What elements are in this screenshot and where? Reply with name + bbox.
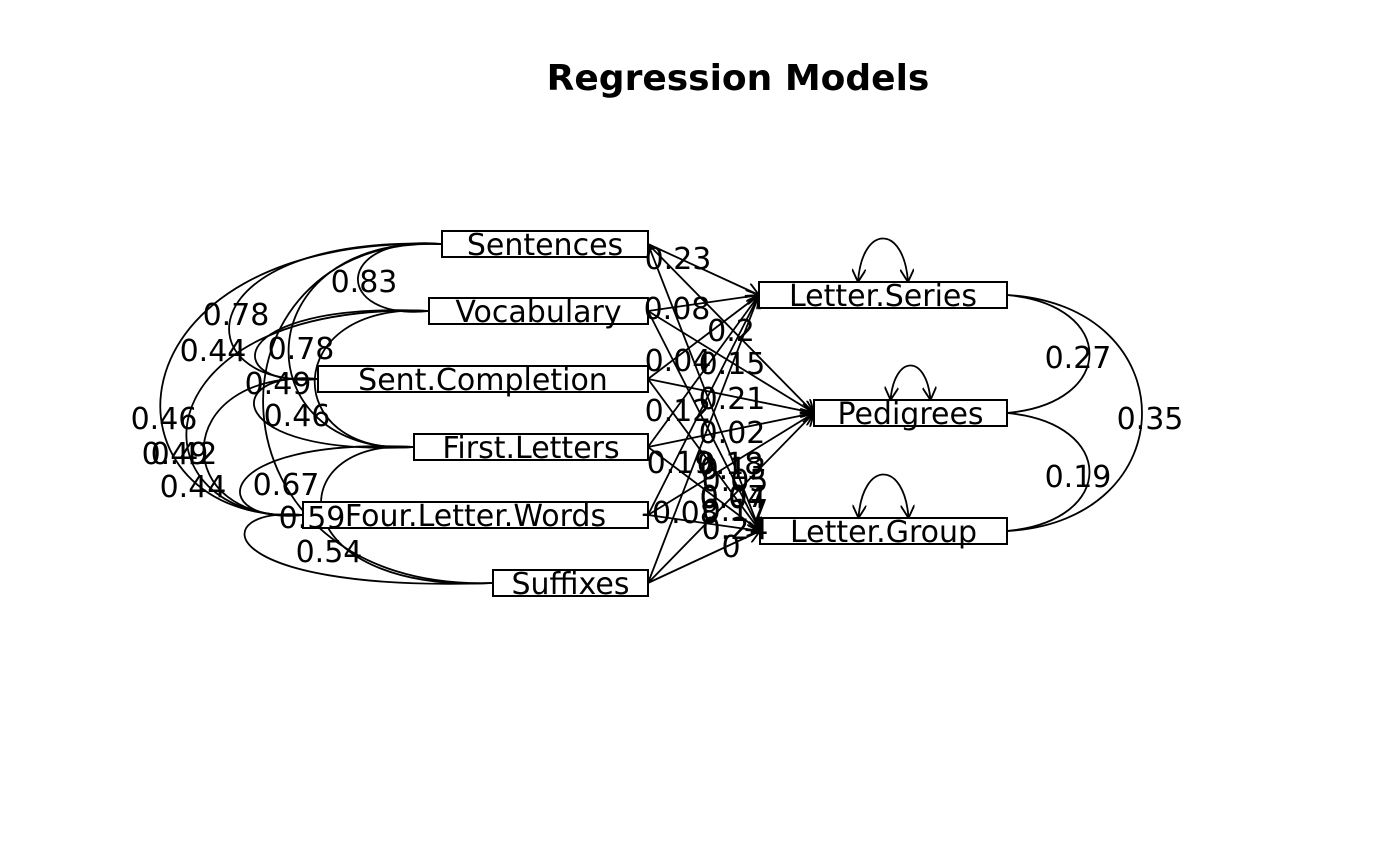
- regression-arrow: [647, 514, 760, 531]
- node-box: [759, 517, 1008, 545]
- node-sentences: Sentences: [441, 228, 649, 263]
- regression-coefficient: 0.19: [647, 446, 714, 481]
- regression-arrow: [647, 413, 814, 584]
- regression-arrow: [647, 243, 814, 413]
- regression-coefficient: 0.07: [700, 480, 767, 515]
- regression-coefficient: 0.05: [702, 464, 769, 499]
- covariance-value: 0.42: [151, 437, 218, 472]
- node-label: Vocabulary: [455, 295, 621, 330]
- edges-layer: [159, 237, 1143, 585]
- node-box: [302, 501, 649, 529]
- regression-coefficient: 0.12: [645, 394, 712, 429]
- regression-coefficient: 0.21: [699, 382, 766, 417]
- covariance-arc: [159, 243, 443, 516]
- residual-variance-loop: [891, 364, 931, 401]
- regression-arrow: [647, 243, 760, 531]
- regression-arrow: [647, 295, 759, 380]
- diagram-title: Regression Models: [546, 58, 930, 99]
- node-box: [428, 297, 649, 325]
- node-first-letters: First.Letters: [413, 431, 649, 466]
- regression-arrow: [647, 413, 814, 448]
- regression-coefficient: 0.17: [702, 494, 769, 529]
- regression-arrow: [647, 446, 760, 531]
- regression-coefficient: 0.18: [697, 447, 764, 482]
- covariance-value: 0.46: [264, 399, 331, 434]
- covariance-value: 0.44: [180, 334, 247, 369]
- residual-covariance-arc: [1006, 294, 1143, 532]
- edge-labels-layer: 0.230.080.040.120.180.050.20.150.210.020…: [131, 242, 1184, 570]
- regression-coefficient: 0.04: [645, 344, 712, 379]
- node-box: [813, 399, 1008, 427]
- regression-coefficient: 0.04: [700, 481, 767, 516]
- node-sent-completion: Sent.Completion: [317, 363, 649, 398]
- node-label: Pedigrees: [837, 397, 983, 432]
- node-label: First.Letters: [442, 431, 619, 466]
- node-label: Sent.Completion: [358, 363, 608, 398]
- node-four-letter-words: Four.Letter.Words: [302, 499, 649, 534]
- covariance-value: 0.44: [160, 470, 227, 505]
- regression-arrow: [647, 295, 759, 516]
- residual-covariance-value: 0.19: [1045, 460, 1112, 495]
- covariance-value: 0.49: [142, 437, 209, 472]
- covariance-value: 0.78: [203, 298, 270, 333]
- residual-variance-loop: [859, 473, 909, 519]
- covariance-value: 0.83: [331, 265, 398, 300]
- node-label: Letter.Series: [789, 279, 977, 314]
- node-box: [317, 365, 649, 393]
- covariance-arc: [185, 309, 430, 517]
- covariance-value: 0.78: [268, 332, 335, 367]
- regression-coefficient: -0.08: [641, 496, 719, 531]
- regression-arrow: [647, 310, 814, 413]
- covariance-value: 0.67: [253, 468, 320, 503]
- covariance-value: 0.46: [131, 402, 198, 437]
- covariance-value: 0.59: [279, 501, 346, 536]
- regression-arrow: [647, 310, 760, 531]
- node-suffixes: Suffixes: [492, 567, 649, 602]
- covariance-value: 0.54: [296, 535, 363, 570]
- regression-coefficient: 0.2: [707, 314, 755, 349]
- residual-covariance-arc: [1006, 294, 1091, 414]
- node-box: [413, 433, 649, 461]
- regression-arrow: [647, 243, 759, 295]
- node-label: Four.Letter.Words: [345, 499, 606, 534]
- regression-arrow: [647, 531, 760, 584]
- node-box: [492, 569, 649, 597]
- residual-variance-loop: [858, 237, 908, 283]
- regression-coefficient: 0.24: [702, 512, 769, 547]
- node-letter-group: Letter.Group: [759, 515, 1008, 550]
- regression-arrow: [647, 413, 814, 516]
- regression-coefficient: 0.08: [644, 292, 711, 327]
- residual-covariance-value: 0.35: [1117, 402, 1184, 437]
- node-label: Sentences: [467, 228, 623, 263]
- node-letter-series: Letter.Series: [758, 279, 1008, 314]
- covariance-arc: [239, 445, 415, 517]
- regression-arrow: [647, 295, 759, 448]
- regression-arrow: [647, 378, 760, 531]
- covariance-arc: [262, 243, 494, 584]
- node-box: [758, 281, 1008, 309]
- regression-arrow: [647, 295, 759, 312]
- residual-covariance-value: 0.27: [1045, 341, 1112, 376]
- regression-arrow: [647, 295, 759, 584]
- regression-coefficient: 0: [721, 530, 740, 565]
- covariance-value: 0.49: [245, 367, 312, 402]
- node-label: Letter.Group: [790, 515, 977, 550]
- nodes-layer: SentencesVocabularySent.CompletionFirst.…: [302, 228, 1008, 602]
- residual-covariance-arc: [1006, 412, 1091, 532]
- node-pedigrees: Pedigrees: [813, 397, 1008, 432]
- covariance-arc: [243, 513, 494, 585]
- node-vocabulary: Vocabulary: [428, 295, 649, 330]
- regression-arrow: [647, 378, 814, 413]
- regression-coefficient: 0.02: [699, 416, 766, 451]
- covariance-arc: [254, 309, 430, 381]
- regression-coefficient: 0.13: [700, 452, 767, 487]
- regression-coefficient: 0.15: [699, 347, 766, 382]
- regression-coefficient: 0.23: [645, 242, 712, 277]
- node-box: [441, 230, 649, 258]
- node-label: Suffixes: [512, 567, 630, 602]
